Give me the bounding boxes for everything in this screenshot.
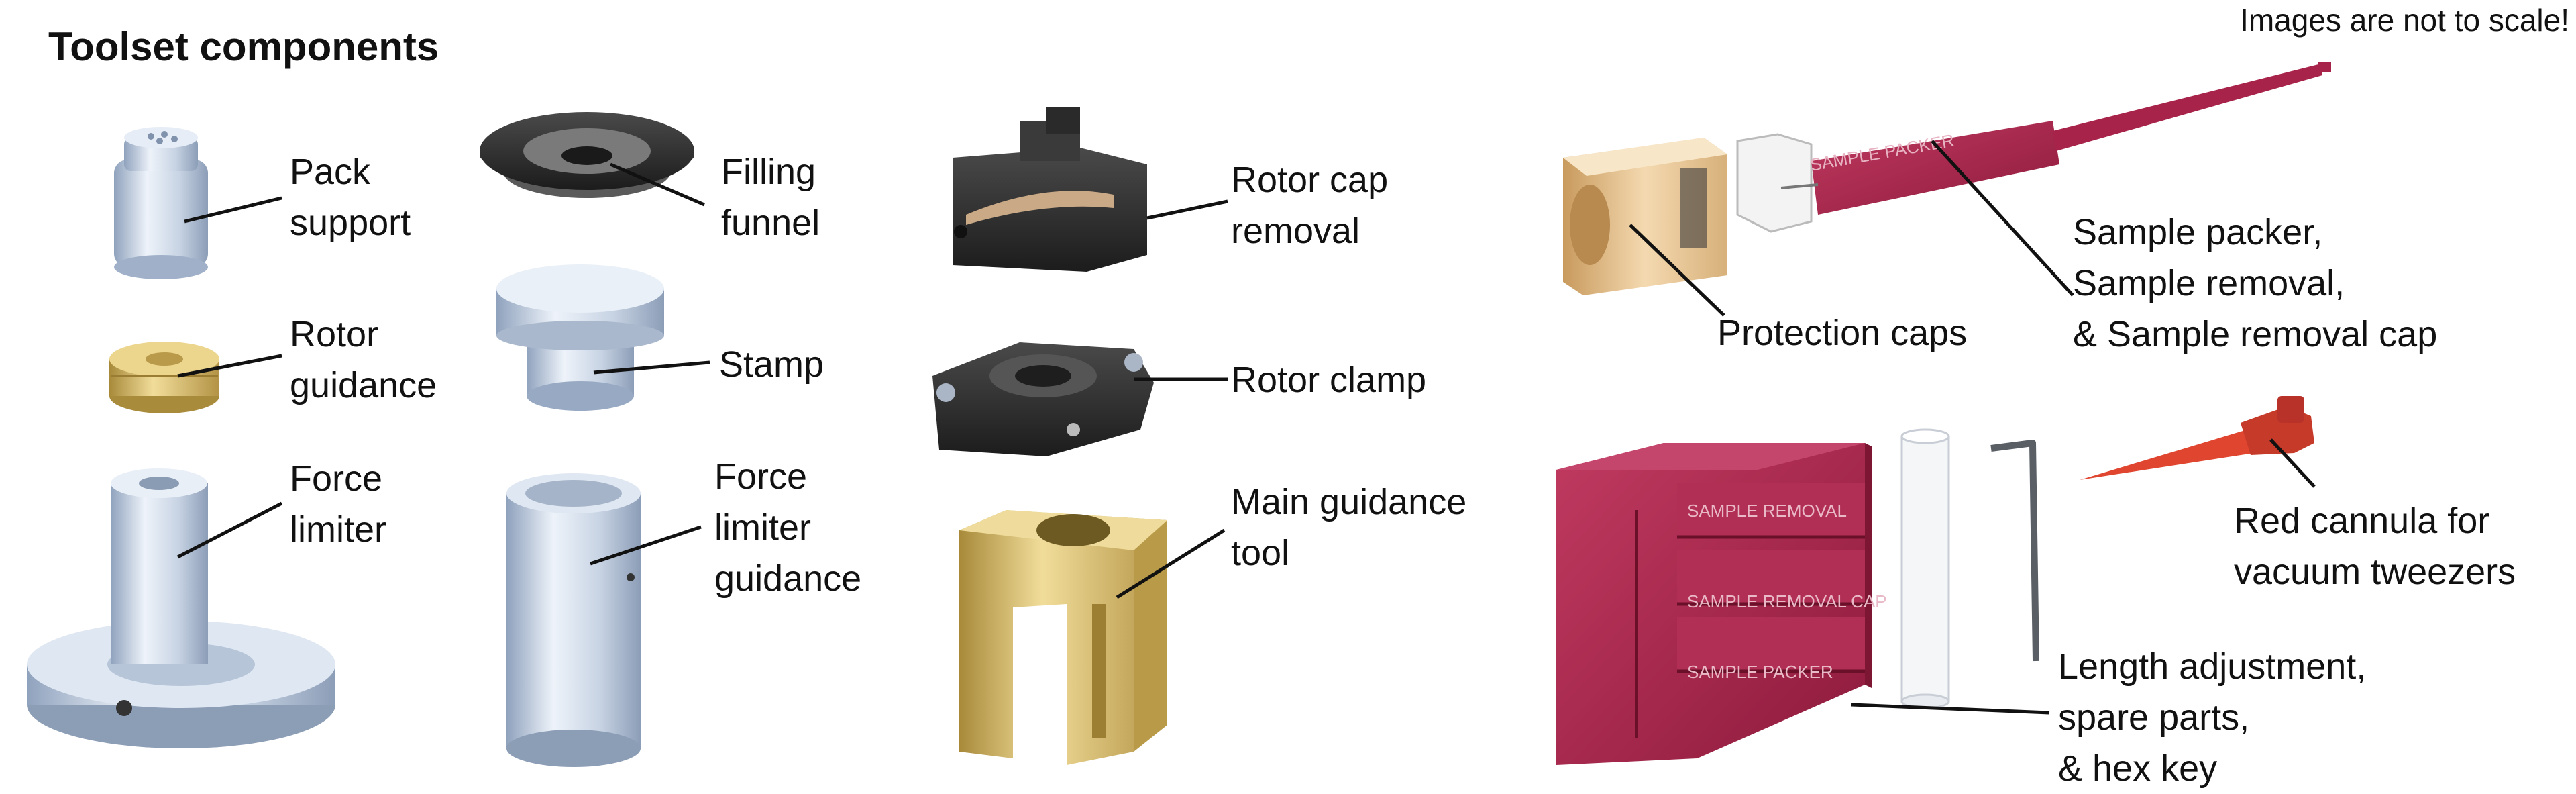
scale-note: Images are not to scale! bbox=[2240, 3, 2569, 38]
label-length-adjustment: Length adjustment,spare parts,& hex key bbox=[2058, 646, 2367, 789]
hex-key-part bbox=[1990, 440, 2039, 662]
stamp-part bbox=[496, 264, 664, 411]
leader-lines bbox=[176, 140, 2316, 715]
slot-3-engraving: SAMPLE PACKER bbox=[1687, 662, 1833, 682]
label-stamp: Stamp bbox=[719, 344, 824, 385]
main-guidance-tool-part bbox=[959, 510, 1167, 765]
sample-packer-part: SAMPLE PACKER bbox=[1780, 62, 2331, 215]
label-sample-packer: Sample packer,Sample removal,& Sample re… bbox=[2073, 212, 2438, 354]
length-adjustment-block-part: SAMPLE REMOVAL SAMPLE REMOVAL CAP SAMPLE… bbox=[1556, 443, 1887, 765]
label-rotor-clamp: Rotor clamp bbox=[1231, 360, 1427, 400]
red-cannula-part bbox=[2080, 396, 2314, 480]
filling-funnel-part bbox=[480, 112, 694, 198]
slot-1-engraving: SAMPLE REMOVAL bbox=[1687, 501, 1847, 521]
force-limiter-part bbox=[27, 468, 335, 748]
pack-support-part bbox=[114, 127, 208, 279]
slot-2-engraving: SAMPLE REMOVAL CAP bbox=[1687, 591, 1887, 611]
force-limiter-guidance-part bbox=[506, 473, 641, 767]
rotor-guidance-part bbox=[109, 342, 219, 413]
spare-tube-part bbox=[1900, 428, 1950, 709]
diagram-title: Toolset components bbox=[48, 24, 439, 69]
label-protection-caps: Protection caps bbox=[1717, 313, 1968, 353]
rotor-cap-removal-part bbox=[953, 107, 1147, 272]
rotor-clamp-part bbox=[932, 342, 1154, 456]
protection-caps-part bbox=[1563, 133, 1813, 295]
